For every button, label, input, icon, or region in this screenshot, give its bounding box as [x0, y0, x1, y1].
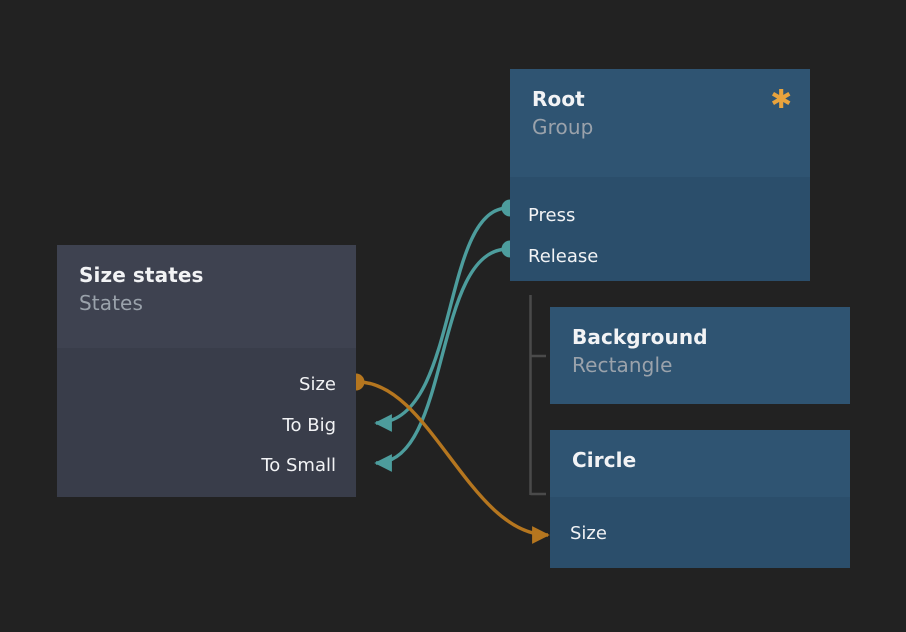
node-size-states[interactable]: Size states States Size To Big To Small [57, 245, 356, 497]
asterisk-icon[interactable]: ✱ [770, 85, 792, 115]
node-circle-title: Circle [572, 448, 637, 472]
port-size-states-to-big[interactable]: To Big [282, 415, 336, 436]
node-background[interactable]: Background Rectangle [550, 307, 850, 404]
node-circle-header[interactable]: Circle [550, 430, 850, 497]
wire-release-to-small [374, 247, 509, 472]
node-background-title: Background [572, 325, 708, 349]
node-background-subtitle: Rectangle [572, 353, 673, 377]
port-circle-size[interactable]: Size [570, 523, 607, 544]
node-circle[interactable]: Circle Size [550, 430, 850, 568]
node-root[interactable]: Root Group ✱ Press Release [510, 69, 810, 281]
wire-press-to-big [374, 206, 509, 432]
node-circle-body[interactable]: Size [550, 497, 850, 568]
node-root-body[interactable]: Press Release [510, 177, 810, 281]
wire-size-to-circle-size [357, 380, 550, 544]
port-root-release[interactable]: Release [528, 246, 599, 267]
port-size-states-size[interactable]: Size [299, 374, 336, 395]
node-background-header[interactable]: Background Rectangle [550, 307, 850, 404]
tree-bracket [529, 295, 546, 496]
node-size-states-subtitle: States [79, 291, 143, 315]
node-root-header[interactable]: Root Group ✱ [510, 69, 810, 177]
node-root-subtitle: Group [532, 115, 594, 139]
node-size-states-header[interactable]: Size states States [57, 245, 356, 348]
port-size-states-to-small[interactable]: To Small [261, 455, 336, 476]
node-size-states-title: Size states [79, 263, 204, 287]
node-size-states-body[interactable]: Size To Big To Small [57, 348, 356, 497]
node-root-title: Root [532, 87, 585, 111]
port-root-press[interactable]: Press [528, 205, 576, 226]
